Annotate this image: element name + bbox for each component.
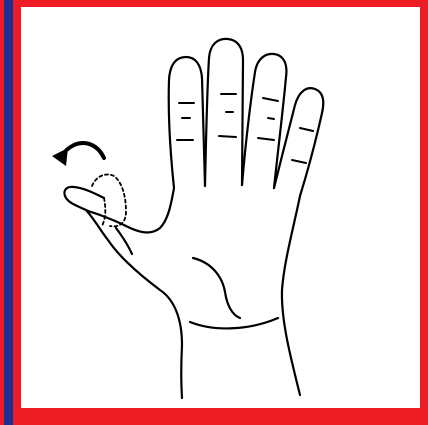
- palm-crease: [193, 258, 240, 318]
- wrist-crease: [190, 318, 278, 328]
- middle-finger: [205, 39, 243, 186]
- palm-left-edge: [126, 188, 174, 232]
- index-finger: [169, 57, 205, 188]
- curved-arrow-icon: [52, 143, 104, 166]
- thumb-lower-edge: [86, 210, 182, 398]
- little-finger: [274, 88, 323, 196]
- thumb-crease: [116, 228, 132, 254]
- hand-outline: [64, 39, 323, 398]
- palm-right-edge: [282, 196, 300, 395]
